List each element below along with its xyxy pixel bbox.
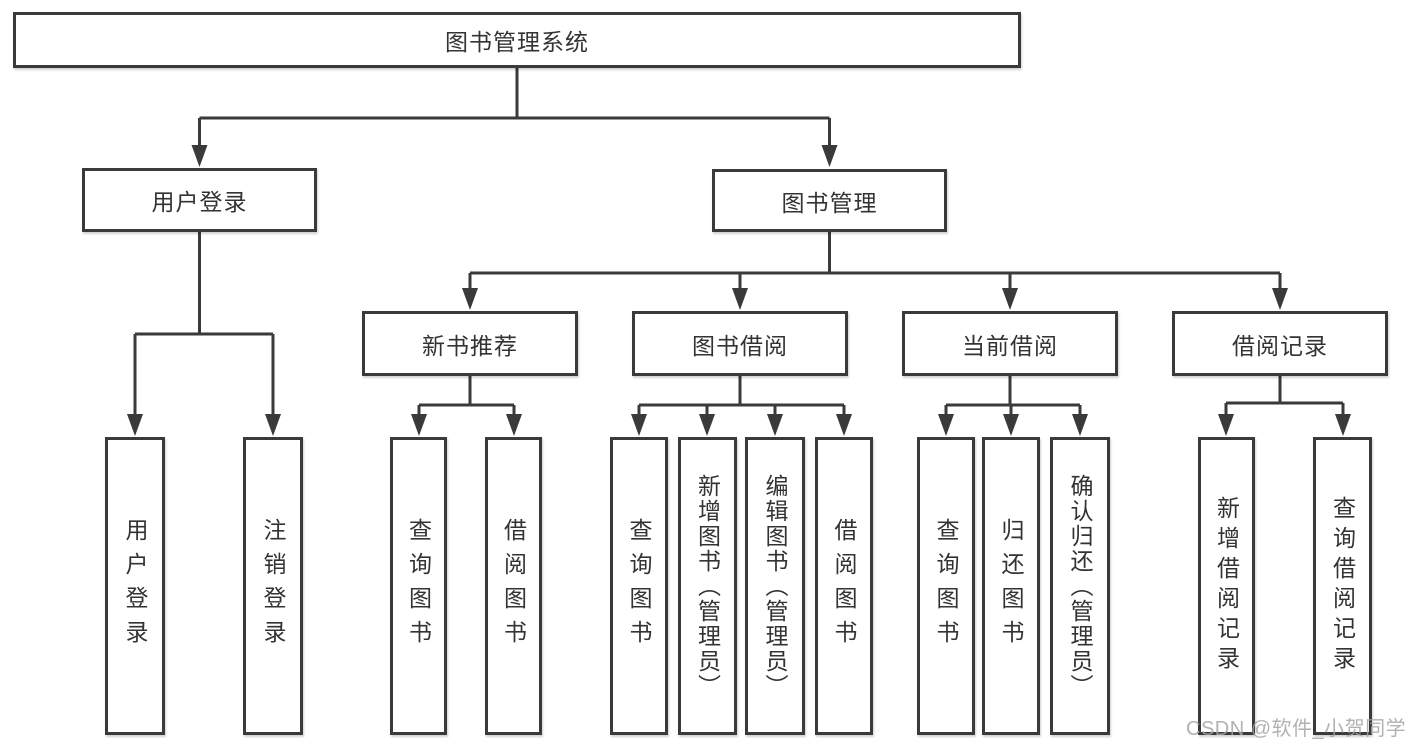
leaf-add-borrow-record: 新增借阅记录 bbox=[1198, 437, 1255, 735]
edge-records-to-leaves bbox=[1224, 376, 1345, 415]
node-book-management: 图书管理 bbox=[712, 169, 947, 232]
edge-userlogin-to-leaves bbox=[133, 232, 275, 415]
leaf-recommend-query-books: 查询图书 bbox=[390, 437, 447, 735]
node-book-borrowing: 图书借阅 bbox=[632, 311, 848, 376]
edge-current-to-leaves bbox=[944, 376, 1082, 415]
leaf-current-query-books: 查询图书 bbox=[917, 437, 975, 735]
edge-root-to-level2 bbox=[198, 66, 831, 147]
edge-borrow-to-leaves bbox=[637, 376, 846, 415]
leaf-query-borrow-record: 查询借阅记录 bbox=[1313, 437, 1372, 735]
arrowheads bbox=[127, 145, 1351, 436]
node-user-login: 用户登录 bbox=[82, 168, 317, 232]
leaf-recommend-borrow-books: 借阅图书 bbox=[485, 437, 542, 735]
leaf-confirm-return-admin: 确认归还（管理员） bbox=[1050, 437, 1110, 735]
leaf-borrowing-query-books: 查询图书 bbox=[610, 437, 668, 735]
leaf-logout: 注销登录 bbox=[243, 437, 303, 735]
edge-bookmgmt-to-level3 bbox=[468, 232, 1282, 289]
node-borrowing-records: 借阅记录 bbox=[1172, 311, 1388, 376]
leaf-borrowing-borrow-books: 借阅图书 bbox=[815, 437, 873, 735]
leaf-return-books: 归还图书 bbox=[982, 437, 1040, 735]
leaf-edit-books-admin: 编辑图书（管理员） bbox=[745, 437, 805, 735]
edge-newbook-to-leaves bbox=[417, 376, 516, 415]
csdn-watermark: CSDN @软件_小贺同学 bbox=[1186, 718, 1405, 740]
leaf-add-books-admin: 新增图书（管理员） bbox=[678, 437, 737, 735]
node-current-borrowing: 当前借阅 bbox=[902, 311, 1118, 376]
leaf-user-login: 用户登录 bbox=[105, 437, 165, 735]
node-new-book-recommend: 新书推荐 bbox=[362, 311, 578, 376]
node-library-system: 图书管理系统 bbox=[13, 12, 1021, 68]
